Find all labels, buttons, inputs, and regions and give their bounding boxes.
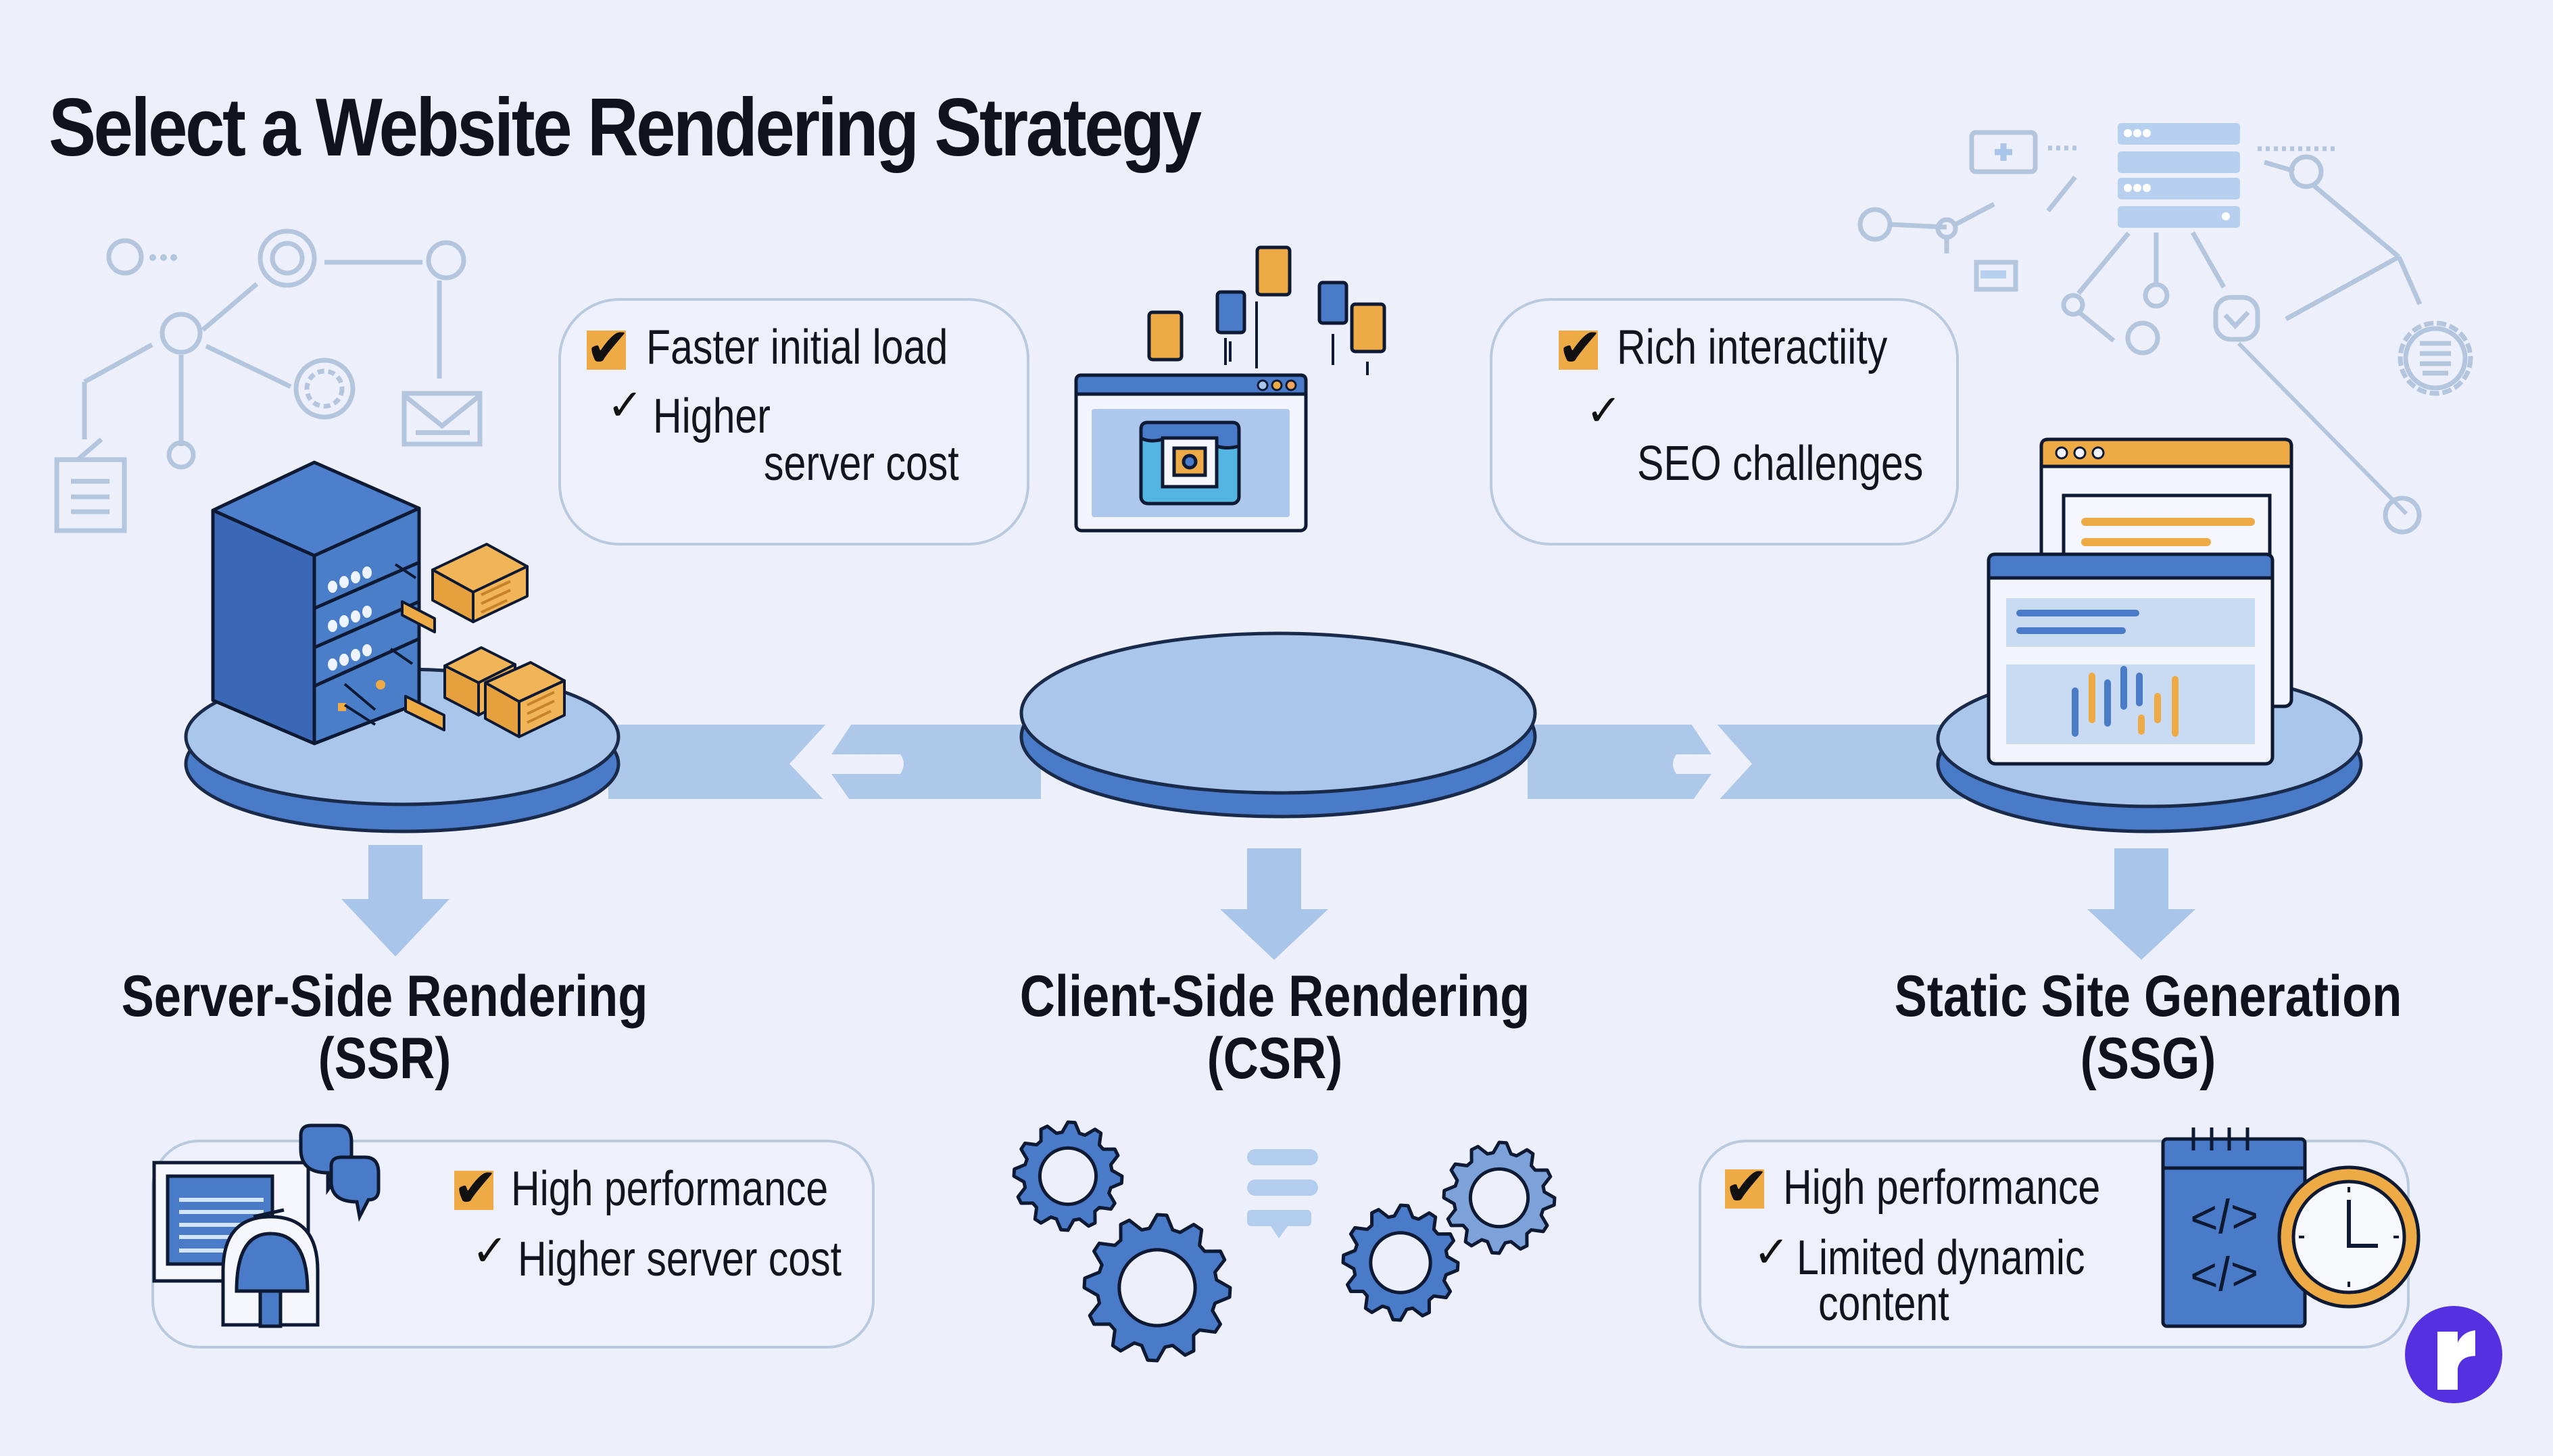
component-block-icon bbox=[1215, 290, 1246, 335]
checkmark-icon: ✓ bbox=[472, 1226, 508, 1275]
callout-item: Faster initial load bbox=[646, 320, 948, 374]
component-block-icon bbox=[1147, 310, 1184, 362]
target-icon bbox=[258, 228, 317, 288]
summary-item: High performance bbox=[511, 1162, 829, 1216]
monitor-chat-icon bbox=[152, 1123, 381, 1328]
input-field-icon bbox=[1974, 260, 2018, 292]
component-block-icon bbox=[1255, 245, 1292, 297]
csr-gears bbox=[1012, 1120, 1557, 1363]
network-node-icon bbox=[2143, 282, 2170, 309]
csr-platform bbox=[1019, 631, 1537, 819]
strategy-name: Static Site Generation bbox=[1894, 964, 2402, 1029]
strategy-label-ssr: Server-Side Rendering (SSR) bbox=[122, 965, 648, 1090]
callout-item: Rich interactiity bbox=[1617, 320, 1888, 374]
network-node-icon bbox=[2125, 320, 2160, 356]
summary-item: Limited dynamic bbox=[1797, 1231, 2085, 1285]
brand-logo[interactable] bbox=[2405, 1306, 2502, 1403]
network-node-icon bbox=[1935, 217, 1958, 240]
checkmark-icon: ✔ bbox=[453, 1158, 499, 1218]
checkmark-icon: ✔ bbox=[585, 318, 631, 378]
callout-item-continued: server cost bbox=[764, 437, 959, 491]
code-tag-icon: </> bbox=[2189, 1246, 2260, 1303]
package-icon bbox=[431, 543, 529, 623]
callout-item: Higher bbox=[653, 389, 771, 443]
summary-item: Higher server cost bbox=[518, 1232, 842, 1286]
ssr-callout: ✔ Faster initial load ✓ Higher server co… bbox=[558, 298, 1029, 545]
network-node-icon bbox=[106, 238, 144, 276]
gear-icon bbox=[1341, 1203, 1460, 1322]
page-title: Select a Website Rendering Strategy bbox=[49, 81, 1202, 173]
dots-icon bbox=[149, 254, 177, 261]
network-node-icon bbox=[2383, 495, 2422, 535]
checkbox-checked-icon bbox=[1725, 1169, 1764, 1209]
add-window-icon bbox=[1969, 130, 2038, 174]
gear-icon bbox=[1442, 1140, 1557, 1255]
logo-r-icon bbox=[2437, 1330, 2475, 1390]
callout-item: SEO challenges bbox=[1637, 437, 1924, 491]
sync-icon bbox=[293, 358, 356, 420]
summary-item-continued: content bbox=[1818, 1277, 1949, 1331]
network-decoration-left bbox=[54, 228, 483, 533]
arrow-down-icon bbox=[2087, 848, 2195, 960]
checkmark-icon: ✓ bbox=[1586, 386, 1622, 435]
strategy-abbr: (CSR) bbox=[1207, 1026, 1343, 1091]
arrow-left-icon bbox=[789, 722, 904, 804]
connector-band-right bbox=[1528, 722, 1980, 804]
strategy-abbr: (SSR) bbox=[318, 1026, 452, 1091]
checkmark-icon: ✓ bbox=[607, 381, 643, 429]
package-icon bbox=[484, 661, 566, 738]
browser-window-icon bbox=[1074, 373, 1308, 533]
check-circle-icon bbox=[2213, 295, 2260, 342]
down-arrows bbox=[341, 845, 2195, 960]
connector-band-left bbox=[608, 722, 1041, 804]
bar-marks-icon bbox=[2072, 666, 2179, 737]
stack-icon bbox=[1247, 1149, 1318, 1238]
checkbox-checked-icon bbox=[587, 331, 626, 370]
stacked-pages-icon bbox=[1987, 437, 2293, 766]
strategy-label-ssg: Static Site Generation (SSG) bbox=[1895, 965, 2402, 1090]
network-node-icon bbox=[160, 312, 203, 355]
strategy-label-csr: Client-Side Rendering (CSR) bbox=[1020, 965, 1530, 1090]
arrow-down-icon bbox=[341, 845, 449, 956]
clipboard-icon bbox=[54, 437, 127, 533]
settings-list-icon bbox=[2398, 320, 2473, 396]
strategy-name: Client-Side Rendering bbox=[1019, 964, 1530, 1029]
component-block-icon bbox=[1350, 302, 1386, 354]
checkmark-icon: ✔ bbox=[1557, 318, 1603, 378]
arrow-down-icon bbox=[1220, 848, 1328, 960]
gear-icon bbox=[1082, 1213, 1232, 1363]
csr-callout: ✔ Rich interactiity ✓ SEO challenges bbox=[1490, 298, 1959, 545]
strategy-name: Server-Side Rendering bbox=[121, 964, 648, 1029]
code-notebook-clock-icon bbox=[2161, 1127, 2421, 1328]
network-node-icon bbox=[426, 240, 466, 281]
summary-item: High performance bbox=[1783, 1161, 2101, 1215]
server-rack-icon bbox=[211, 460, 421, 746]
checkmark-icon: ✓ bbox=[1753, 1228, 1790, 1276]
data-packages bbox=[401, 543, 566, 738]
checkbox-checked-icon bbox=[454, 1171, 493, 1210]
falling-components bbox=[1147, 245, 1386, 375]
network-node-icon bbox=[2061, 293, 2085, 317]
strategy-abbr: (SSG) bbox=[2080, 1026, 2216, 1091]
network-node-icon bbox=[166, 440, 196, 470]
checkmark-icon: ✔ bbox=[1724, 1157, 1770, 1217]
code-tag-icon: </> bbox=[2189, 1188, 2260, 1245]
checkbox-checked-icon bbox=[1559, 331, 1598, 370]
component-block-icon bbox=[1317, 281, 1348, 325]
network-decoration-right bbox=[1857, 123, 2473, 535]
envelope-icon bbox=[402, 391, 483, 447]
network-node-icon bbox=[1857, 207, 1893, 242]
network-node-icon bbox=[2289, 154, 2324, 189]
gear-icon bbox=[1012, 1120, 1124, 1232]
arrow-right-icon bbox=[1673, 722, 1752, 804]
server-stack-icon bbox=[2118, 123, 2240, 228]
